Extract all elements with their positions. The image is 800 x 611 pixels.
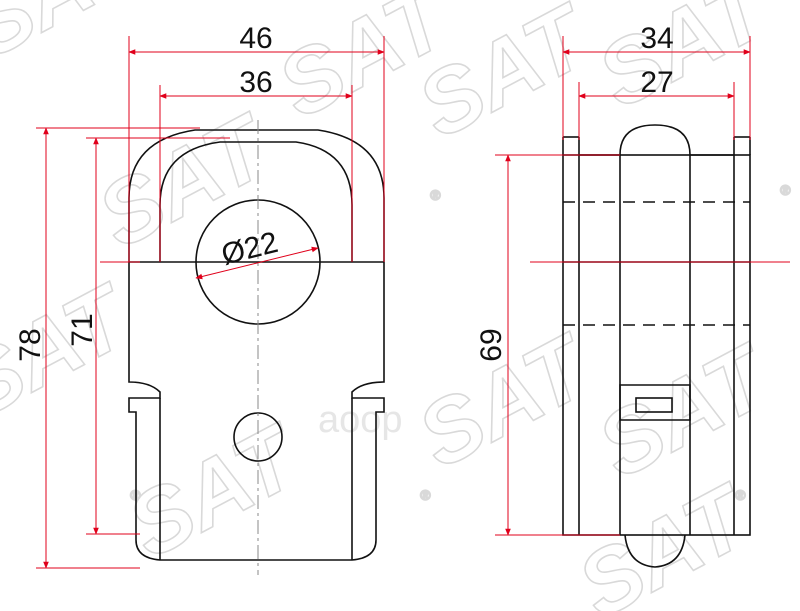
watermark-logo: SAT xyxy=(112,404,320,579)
dim-line-bore xyxy=(195,246,319,280)
dimension-labels: 46 36 78 71 Ø22 34 27 69 xyxy=(14,22,674,362)
side-bottom-tab xyxy=(624,534,686,568)
side-latch-slot xyxy=(635,397,673,413)
side-top-hump xyxy=(579,124,734,156)
brand-watermark: aoop xyxy=(318,399,403,441)
watermark-text: SAT xyxy=(112,405,318,578)
registered-mark: ® xyxy=(420,487,431,503)
watermark-text: SAT xyxy=(582,325,788,498)
dim-label-27: 27 xyxy=(640,66,673,99)
front-outer-outline xyxy=(128,129,385,262)
registered-mark: ® xyxy=(430,187,441,203)
dimension-lines xyxy=(36,36,790,569)
watermark-logo: SAT xyxy=(582,324,790,499)
watermark-text: SAT xyxy=(582,0,788,128)
watermark-text: SAT xyxy=(0,0,159,78)
dim-label-69: 69 xyxy=(475,328,508,361)
side-body xyxy=(562,154,751,536)
dim-label-78: 78 xyxy=(14,328,47,361)
side-view xyxy=(562,124,751,568)
registered-mark: ® xyxy=(735,487,746,503)
watermark-logo: SAT xyxy=(582,0,790,128)
side-latch xyxy=(619,384,691,421)
registered-mark: ® xyxy=(780,182,791,198)
watermark-logo: SAT xyxy=(0,0,159,78)
front-lower-body xyxy=(128,262,385,561)
side-hidden-lines xyxy=(563,201,750,326)
front-inner-arch xyxy=(159,141,353,262)
dim-label-34: 34 xyxy=(640,22,673,55)
dim-label-bore-diameter: Ø22 xyxy=(218,226,281,272)
dim-label-46: 46 xyxy=(239,22,272,55)
dim-label-71: 71 xyxy=(66,313,99,346)
dim-label-36: 36 xyxy=(239,66,272,99)
